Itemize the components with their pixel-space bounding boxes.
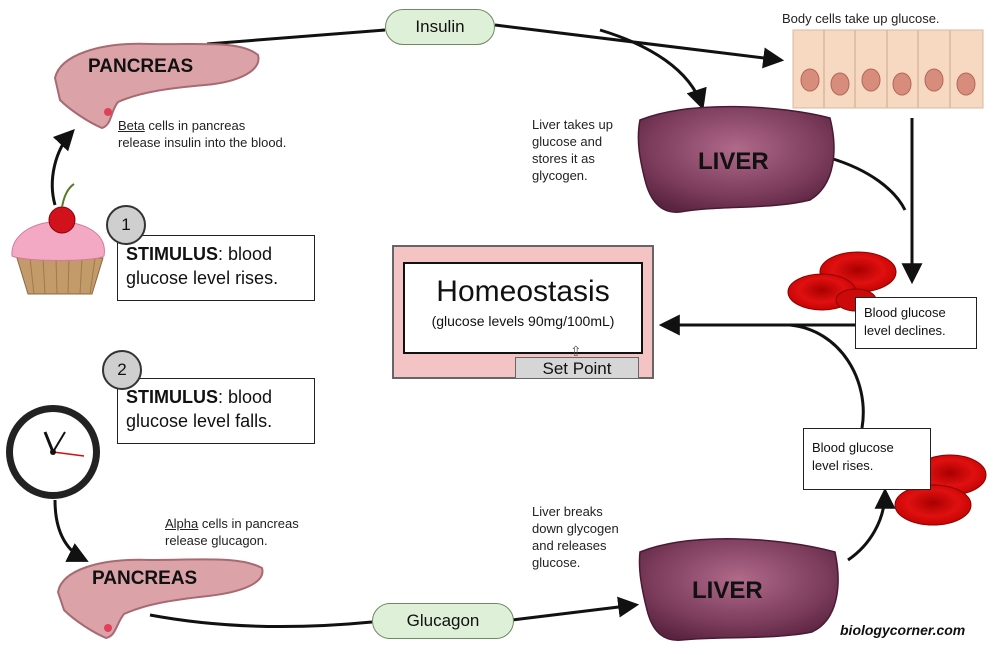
homeostasis-frame: Homeostasis (glucose levels 90mg/100mL) … [392, 245, 654, 379]
alpha-line2: release glucagon. [165, 533, 268, 548]
blood-declines-line: Blood glucose [864, 305, 946, 320]
alpha-cells-caption: Alpha cells in pancreas release glucagon… [165, 515, 299, 549]
beta-line2: release insulin into the blood. [118, 135, 287, 150]
liver-takes-line: glycogen. [532, 168, 588, 183]
alpha-word: Alpha [165, 516, 199, 531]
liver-top-image [637, 105, 835, 213]
blood-rises-box: Blood glucose level rises. [803, 428, 931, 490]
arrow-liver-to-blood [829, 156, 907, 211]
stimulus-1-label: STIMULUS [126, 244, 218, 264]
liver-top-label: LIVER [698, 148, 769, 175]
liver-breaks-line: glucose. [532, 555, 581, 570]
blood-declines-box: Blood glucose level declines. [855, 297, 977, 349]
pancreas-bottom-image [56, 558, 264, 640]
arrow-pancreas-to-glucagon [149, 613, 373, 628]
liver-takes-line: Liver takes up [532, 117, 613, 132]
liver-takes-line: glucose and [532, 134, 603, 149]
stimulus-1-number: 1 [106, 205, 146, 245]
blood-rises-line: Blood glucose [812, 440, 894, 455]
arrow-liver-to-blood-rises [847, 487, 896, 562]
arrow-blood-rises-to-homeostasis [789, 323, 865, 429]
body-cells-caption: Body cells take up glucose. [782, 11, 940, 26]
arrow-clock-to-pancreas [53, 499, 89, 562]
red-blood-cells-bottom-image [894, 454, 987, 526]
pancreas-bottom-label: PANCREAS [92, 568, 198, 589]
liver-breaks-line: Liver breaks [532, 504, 603, 519]
insulin-label: Insulin [385, 9, 495, 45]
alpha-rest: cells in pancreas [198, 516, 299, 531]
liver-breaks-caption: Liver breaks down glycogen and releases … [532, 503, 619, 571]
clock-image [6, 405, 100, 499]
liver-takes-line: stores it as [532, 151, 595, 166]
arrow-pancreas-to-insulin [206, 28, 386, 46]
stimulus-1-text1: : blood [218, 244, 273, 264]
cupcake-image [11, 183, 105, 295]
set-point-up-arrow-icon: ⇧ [570, 343, 582, 359]
pancreas-top-image [53, 42, 260, 130]
arrow-insulin-to-liver [599, 28, 707, 110]
set-point-label: Set Point [515, 357, 639, 379]
homeostasis-title: Homeostasis [436, 275, 610, 308]
blood-rises-line: level rises. [812, 458, 874, 473]
credit-text: biologycorner.com [840, 622, 966, 638]
stimulus-2-box: STIMULUS: blood glucose level falls. [117, 378, 315, 444]
body-cells-image [792, 29, 984, 109]
arrow-glucagon-to-liver [511, 596, 640, 622]
stimulus-1-text2: glucose level rises. [126, 268, 279, 288]
liver-breaks-line: down glycogen [532, 521, 619, 536]
beta-word: Beta [118, 118, 145, 133]
beta-rest: cells in pancreas [144, 118, 246, 133]
stimulus-2-text1: : blood [218, 387, 273, 407]
glucagon-label: Glucagon [372, 603, 514, 639]
liver-takes-caption: Liver takes up glucose and stores it as … [532, 116, 613, 184]
stimulus-1-box: STIMULUS: blood glucose level rises. [117, 235, 315, 301]
arrow-cake-to-pancreas [50, 128, 75, 206]
pancreas-top-label: PANCREAS [88, 56, 194, 77]
stimulus-2-number: 2 [102, 350, 142, 390]
beta-cells-caption: Beta cells in pancreas release insulin i… [118, 117, 286, 151]
homeostasis-inner: Homeostasis (glucose levels 90mg/100mL) [403, 262, 643, 354]
blood-declines-line: level declines. [864, 323, 946, 338]
liver-breaks-line: and releases [532, 538, 607, 553]
stimulus-2-text2: glucose level falls. [126, 411, 273, 431]
liver-bottom-label: LIVER [692, 577, 763, 604]
liver-bottom-image [638, 538, 839, 641]
stimulus-2-label: STIMULUS [126, 387, 218, 407]
homeostasis-subtitle: (glucose levels 90mg/100mL) [431, 313, 615, 329]
